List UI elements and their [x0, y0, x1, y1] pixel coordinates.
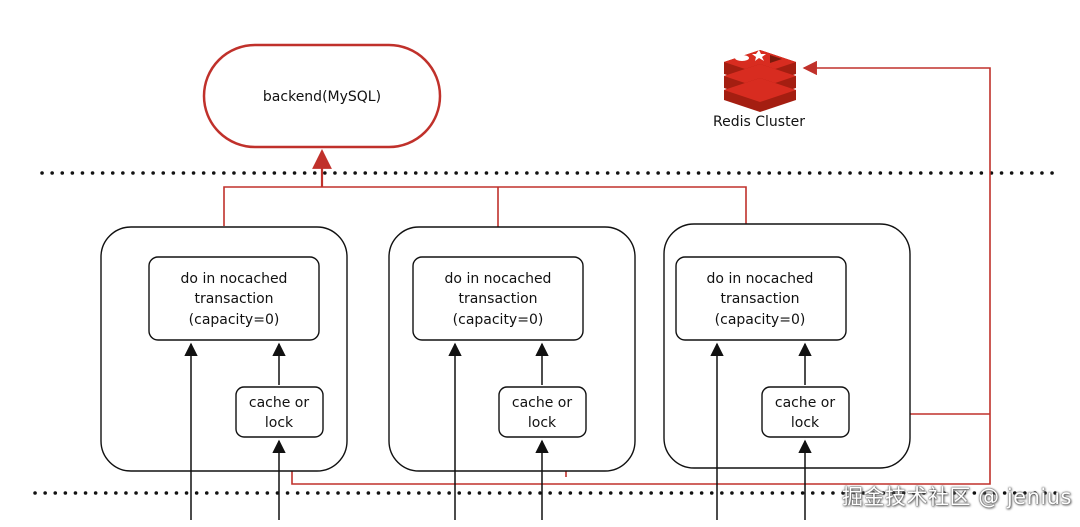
service-node-1: do in nocached transaction (capacity=0) … [100, 226, 348, 520]
cache-text-line-1: cache or [775, 395, 835, 411]
cache-text-line-1: cache or [512, 395, 572, 411]
backend-node [202, 43, 442, 149]
redis-icon [724, 50, 796, 112]
process-text-line-2: transaction [458, 291, 537, 307]
cache-lock-box [235, 386, 324, 438]
cache-text-line-1: cache or [249, 395, 309, 411]
process-text-line-3: (capacity=0) [189, 312, 280, 328]
process-text-line-2: transaction [194, 291, 273, 307]
cache-text-line-2: lock [791, 415, 820, 431]
redis-label: Redis Cluster [713, 114, 805, 130]
process-text-line-1: do in nocached [181, 271, 288, 287]
service-node-3: do in nocached transaction (capacity=0) … [663, 223, 911, 520]
watermark: 掘金技术社区 @ jenius [842, 485, 1072, 509]
process-text-line-1: do in nocached [707, 271, 814, 287]
process-box [675, 256, 847, 341]
process-box [148, 256, 320, 341]
process-text-line-1: do in nocached [445, 271, 552, 287]
cache-text-line-2: lock [265, 415, 294, 431]
backend-label: backend(MySQL) [263, 89, 381, 105]
process-box [412, 256, 584, 341]
process-text-line-3: (capacity=0) [453, 312, 544, 328]
cache-lock-box [498, 386, 587, 438]
process-text-line-2: transaction [720, 291, 799, 307]
service-node-2: do in nocached transaction (capacity=0) … [388, 226, 636, 520]
process-text-line-3: (capacity=0) [715, 312, 806, 328]
cache-lock-box [761, 386, 850, 438]
cache-text-line-2: lock [528, 415, 557, 431]
